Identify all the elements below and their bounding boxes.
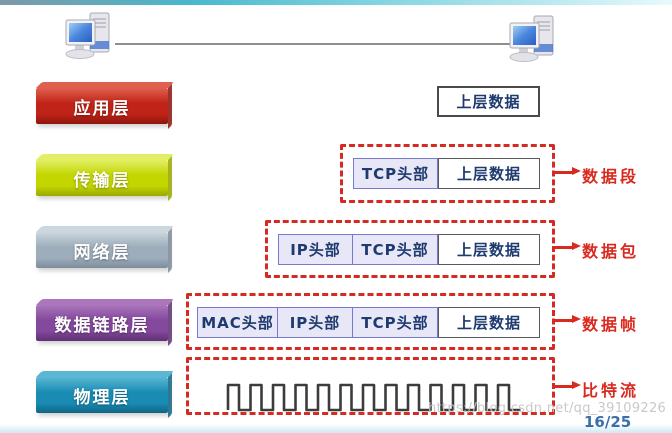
- bitstream-dashed-box: [186, 357, 555, 415]
- segment-row: TCP头部 上层数据: [353, 158, 540, 189]
- packet-arrow: [555, 241, 581, 250]
- upper-data-box: 上层数据: [437, 86, 540, 117]
- bottom-fade: [0, 424, 672, 433]
- layer-transport: 传输层: [36, 160, 168, 196]
- watermark: https://blog.csdn.net/qq_39109226: [428, 401, 667, 416]
- frame-annotation: 数据帧: [582, 315, 640, 334]
- layer-datalink: 数据链路层: [36, 305, 168, 341]
- layer-application: 应用层: [36, 88, 168, 124]
- segment-annotation: 数据段: [582, 167, 640, 186]
- packet-dashed-box: [265, 220, 555, 278]
- segment-arrow: [555, 166, 581, 175]
- segment-dashed-box: [340, 144, 555, 203]
- top-gradient-bar: [0, 0, 672, 5]
- computer-icon: [62, 10, 118, 68]
- bitstream-annotation: 比特流: [582, 381, 640, 400]
- layer-physical: 物理层: [36, 377, 168, 413]
- computer-icon: [506, 13, 562, 71]
- mac-header-cell: MAC头部: [197, 307, 278, 338]
- bitstream-waveform: [226, 379, 524, 417]
- frame-row: MAC头部 IP头部 TCP头部 上层数据: [197, 307, 540, 338]
- upper-data-cell: 上层数据: [438, 234, 540, 265]
- layer-transport-label: 传输层: [73, 170, 131, 191]
- packet-annotation: 数据包: [582, 242, 640, 261]
- ip-header-cell: IP头部: [278, 307, 353, 338]
- upper-data-cell: 上层数据: [438, 158, 540, 189]
- upper-data-cell: 上层数据: [438, 307, 540, 338]
- bitstream-arrow: [555, 380, 581, 389]
- layer-network-label: 网络层: [73, 242, 131, 263]
- tcp-header-cell: TCP头部: [353, 158, 438, 189]
- tcp-header-cell: TCP头部: [353, 234, 438, 265]
- network-link-line: [115, 43, 515, 45]
- layer-application-label: 应用层: [73, 98, 131, 119]
- packet-row: IP头部 TCP头部 上层数据: [278, 234, 540, 265]
- tcp-header-cell: TCP头部: [353, 307, 438, 338]
- frame-arrow: [555, 314, 581, 323]
- layer-network: 网络层: [36, 232, 168, 268]
- ip-header-cell: IP头部: [278, 234, 353, 265]
- page-number: 16/25: [584, 413, 632, 431]
- frame-dashed-box: [186, 293, 555, 350]
- layer-physical-label: 物理层: [73, 387, 131, 408]
- layer-datalink-label: 数据链路层: [54, 315, 150, 336]
